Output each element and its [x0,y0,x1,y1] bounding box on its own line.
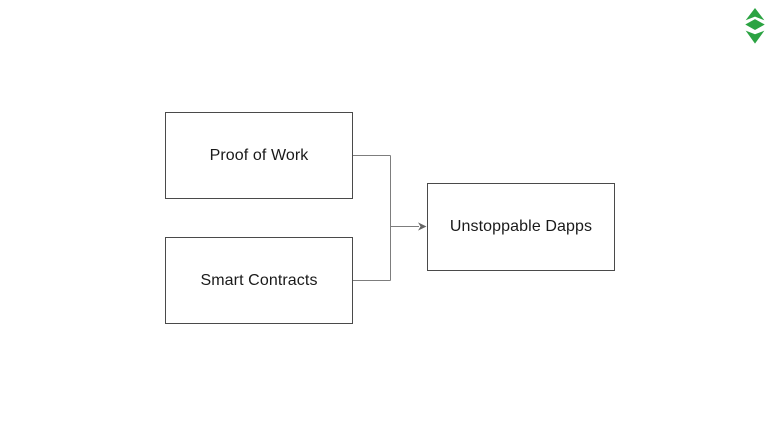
ethereum-classic-logo-icon [745,8,765,44]
node-proof-of-work: Proof of Work [165,112,353,199]
node-smart-contracts: Smart Contracts [165,237,353,324]
etc-logo-middle-diamond [745,19,765,30]
node-unstoppable-dapps: Unstoppable Dapps [427,183,615,271]
arrowhead-icon [418,222,427,231]
node-unstoppable-dapps-label: Unstoppable Dapps [449,218,593,235]
etc-logo-top [745,8,765,21]
etc-logo-bottom [745,30,765,44]
node-proof-of-work-label: Proof of Work [209,146,309,164]
node-smart-contracts-label: Smart Contracts [200,271,318,289]
